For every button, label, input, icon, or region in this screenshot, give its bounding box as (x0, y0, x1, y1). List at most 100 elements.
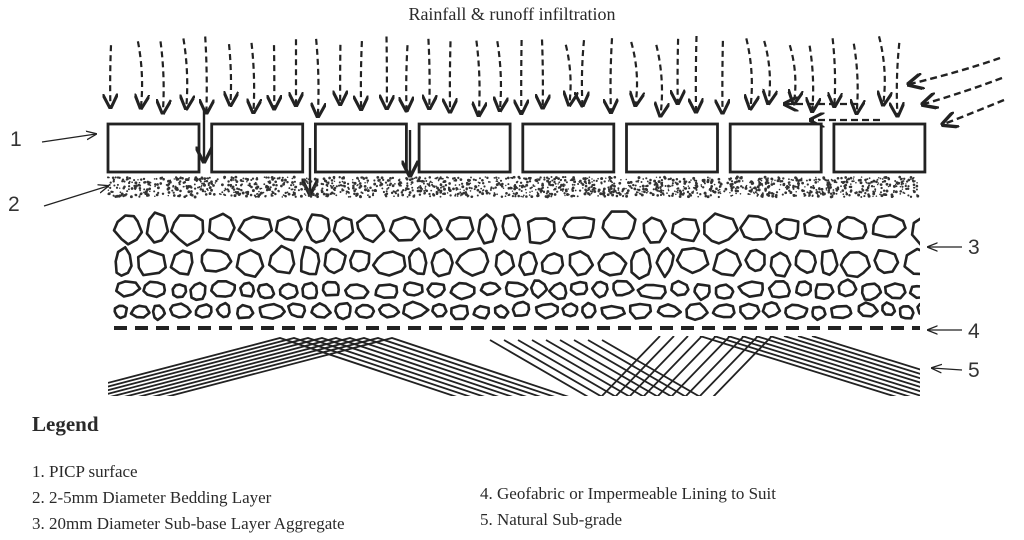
bedding-grain (201, 184, 203, 187)
aggregate-stone (711, 303, 736, 319)
bedding-grain (232, 188, 236, 191)
bedding-grain (408, 178, 412, 182)
bedding-grain (284, 195, 287, 198)
bedding-grain (808, 195, 810, 197)
bedding-grain (635, 191, 638, 194)
bedding-grain (517, 194, 520, 198)
bedding-grain (900, 183, 903, 186)
bedding-grain (195, 177, 199, 181)
bedding-grain (615, 191, 618, 194)
bedding-grain (258, 193, 261, 197)
bedding-grain (529, 191, 531, 193)
bedding-grain (758, 183, 761, 187)
bedding-grain (662, 189, 665, 192)
bedding-grain (739, 176, 742, 180)
bedding-grain (294, 195, 297, 198)
bedding-grain (307, 188, 310, 191)
bedding-grain (496, 193, 498, 196)
bedding-grain (329, 184, 332, 187)
aggregate-stone (600, 304, 627, 320)
bedding-grain (446, 192, 449, 194)
bedding-grain (387, 186, 390, 189)
bedding-grain (524, 188, 527, 191)
bedding-grain (167, 182, 171, 186)
bedding-grain (659, 189, 663, 192)
bedding-grain (208, 186, 212, 190)
bedding-grain (709, 194, 712, 197)
aggregate-stone (837, 278, 858, 298)
bedding-grain (907, 178, 911, 182)
sub-base-aggregate-layer (112, 210, 920, 322)
bedding-grain (416, 187, 419, 189)
bedding-grain (460, 182, 464, 185)
bedding-grain (299, 194, 303, 198)
bedding-grain (505, 191, 508, 195)
aggregate-stone (208, 212, 236, 242)
aggregate-stone (714, 283, 735, 300)
bedding-grain (792, 187, 795, 190)
bedding-grain (687, 195, 690, 199)
bedding-grain (406, 185, 409, 188)
bedding-grain (149, 190, 151, 192)
bedding-grain (864, 192, 867, 195)
bedding-grain (516, 187, 519, 189)
bedding-grain (256, 195, 259, 198)
bedding-grain (134, 188, 137, 191)
bedding-grain (717, 180, 721, 184)
bedding-grain (361, 192, 364, 195)
bedding-grain (190, 190, 193, 193)
bedding-grain (276, 177, 279, 180)
bedding-grain (389, 177, 392, 180)
bedding-grain (481, 192, 485, 196)
bedding-grain (348, 191, 350, 194)
bedding-grain (688, 180, 691, 184)
bedding-grain (880, 186, 883, 190)
bedding-grain (848, 193, 851, 197)
bedding-grain (710, 182, 713, 184)
bedding-grain (203, 177, 207, 181)
bedding-grain (489, 181, 491, 183)
bedding-grain (667, 189, 670, 192)
bedding-grain (376, 176, 380, 179)
bedding-grain (268, 188, 272, 191)
bedding-grain (119, 191, 122, 194)
bedding-grain (659, 186, 662, 189)
bedding-grain (815, 188, 818, 191)
bedding-grain (291, 188, 294, 191)
bedding-grain (652, 188, 655, 191)
aggregate-stone (274, 215, 303, 242)
bedding-grain (645, 188, 648, 191)
aggregate-stone (278, 282, 299, 301)
bedding-grain (861, 189, 865, 192)
bedding-grain (827, 189, 831, 192)
bedding-grain (215, 179, 218, 183)
aggregate-stone (343, 283, 370, 300)
bedding-grain (851, 180, 854, 183)
bedding-grain (455, 186, 458, 190)
aggregate-stone (355, 214, 386, 244)
bedding-grain (439, 189, 443, 193)
bedding-grain (704, 194, 708, 198)
bedding-grain (755, 189, 758, 192)
bedding-grain (353, 181, 357, 185)
bedding-grain (483, 185, 486, 188)
bedding-grain (353, 189, 356, 193)
bedding-grain (659, 187, 662, 190)
bedding-grain (347, 186, 350, 189)
bedding-grain (789, 192, 792, 194)
bedding-grain (435, 177, 438, 180)
bedding-grain (766, 185, 770, 189)
bedding-grain (618, 181, 622, 185)
bedding-grain (125, 178, 128, 181)
bedding-grain (246, 181, 248, 183)
bedding-grain (368, 195, 371, 199)
bedding-grain (815, 178, 818, 181)
bedding-grain (467, 179, 471, 182)
bedding-grain (240, 188, 243, 192)
bedding-grain (549, 183, 553, 187)
bedding-grain (282, 194, 285, 197)
bedding-grain (766, 179, 769, 182)
bedding-grain (265, 184, 269, 188)
natural-subgrade-layer (108, 336, 920, 396)
aggregate-stone (301, 281, 319, 300)
